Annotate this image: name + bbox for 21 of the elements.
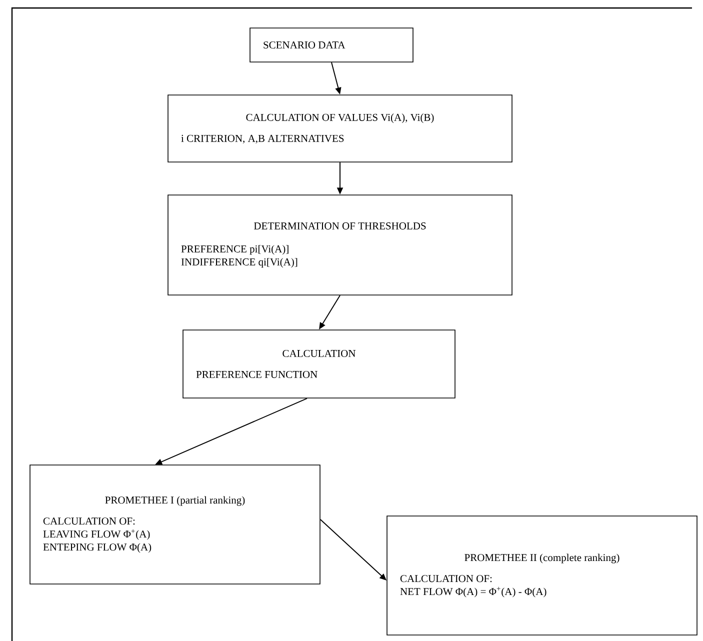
process-box [250,28,414,62]
process-box [168,94,512,162]
box-text: SCENARIO DATA [264,41,346,49]
box-text: PREFERENCE FUNCTION [196,370,318,378]
box-text: CALCULATION OF: [43,518,135,525]
box-text: PROMETHEE II (complete ranking) [464,554,620,564]
box-text: NET FLOW Φ(A) = Φ$^{+}$(A) - Φ(A) [400,586,546,598]
process-box [168,194,512,296]
box-text: CALCULATION [282,350,356,358]
box-text: CALCULATION OF: [400,575,492,582]
box-text: CALCULATION OF VALUES Vi(A), Vi(B) [246,114,434,124]
box-text: ENTEPING FLOW Φ(A) [43,543,152,553]
box-text: INDIFFERENCE qi[Vi(A)] [181,258,298,268]
box-text: DETERMINATION OF THRESHOLDS [254,222,426,230]
process-box [386,516,698,636]
box-text: LEAVING FLOW Φ$^{+}$(A) [43,529,150,540]
box-text: PREFERENCE pi[Vi(A)] [181,245,288,255]
box-text: i CRITERION, A,B ALTERNATIVES [181,134,344,144]
box-text: PROMETHEE I (partial ranking) [105,496,245,506]
process-box [30,464,320,584]
process-box [182,330,456,398]
